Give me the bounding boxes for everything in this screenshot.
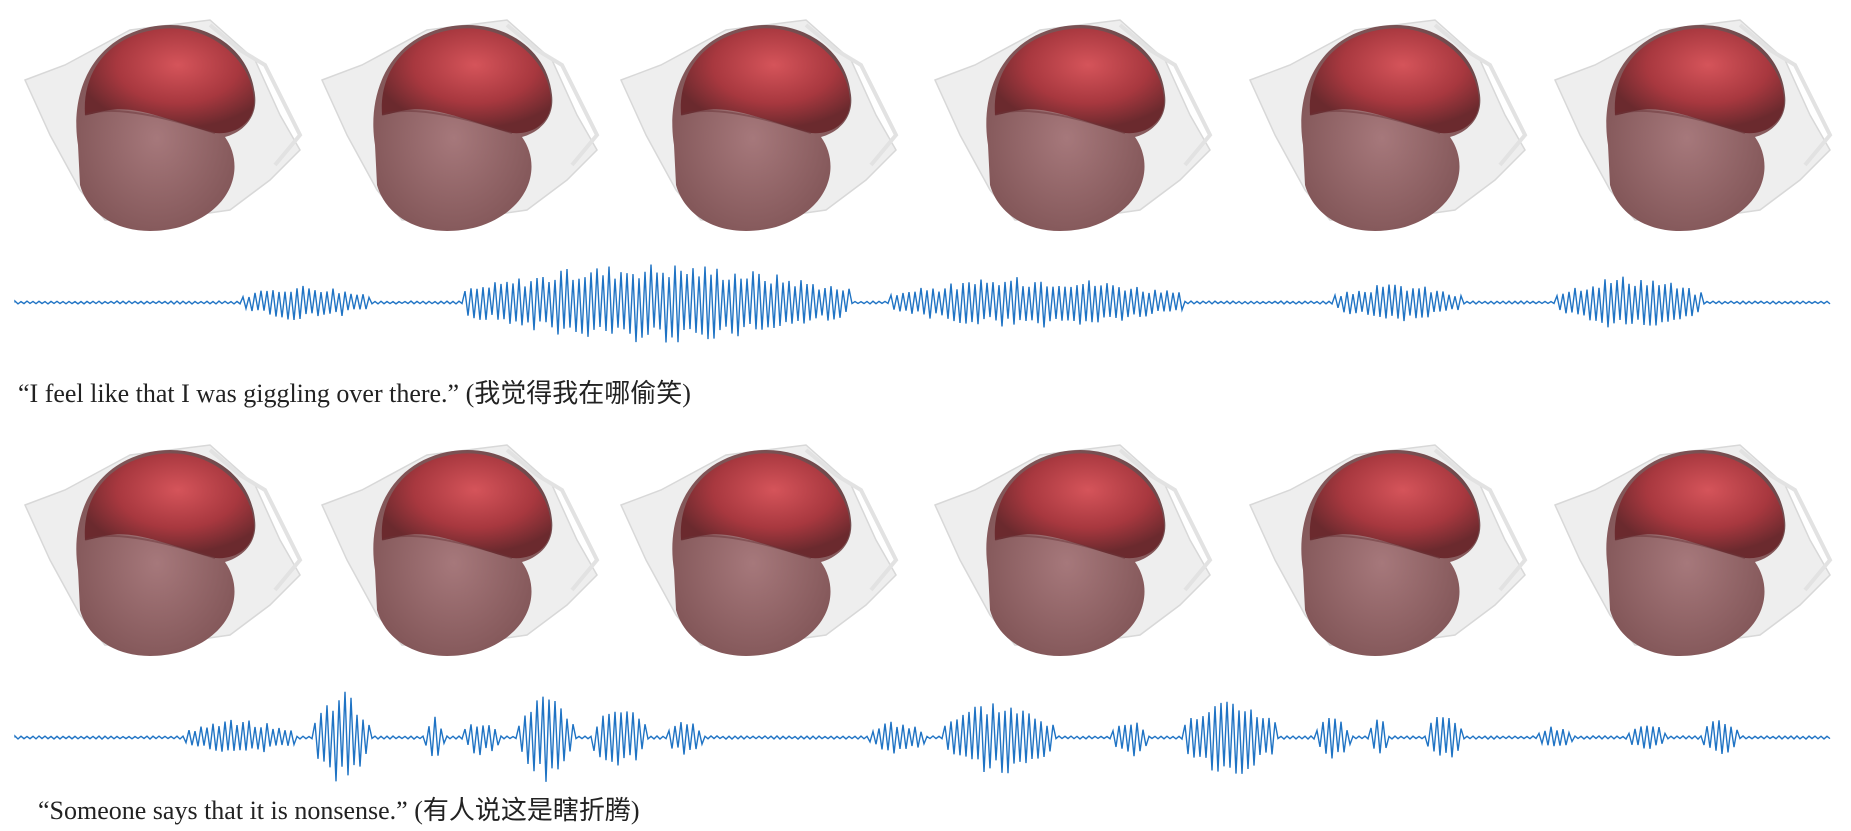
tongue-frame bbox=[1540, 430, 1840, 680]
tongue-row-1 bbox=[0, 5, 1851, 255]
caption-english: “I feel like that I was giggling over th… bbox=[18, 379, 460, 408]
waveform-trace bbox=[14, 691, 1831, 782]
tongue-frame bbox=[1235, 5, 1535, 255]
tongue-frame bbox=[307, 430, 607, 680]
tongue-frame bbox=[10, 430, 310, 680]
tongue-frame bbox=[10, 5, 310, 255]
tongue-frame bbox=[606, 430, 906, 680]
waveform-svg bbox=[14, 691, 1831, 782]
caption-2: “Someone says that it is nonsense.” (有人说… bbox=[38, 790, 640, 827]
waveform-1 bbox=[0, 255, 1851, 350]
tongue-frame bbox=[920, 430, 1220, 680]
waveform-svg bbox=[14, 264, 1831, 343]
caption-chinese: (有人说这是瞎折腾) bbox=[414, 796, 640, 825]
caption-1: “I feel like that I was giggling over th… bbox=[18, 373, 691, 410]
tongue-row-2 bbox=[0, 430, 1851, 680]
waveform-2 bbox=[0, 685, 1851, 790]
tongue-frame bbox=[1540, 5, 1840, 255]
caption-english: “Someone says that it is nonsense.” bbox=[38, 796, 408, 825]
caption-chinese: (我觉得我在哪偷笑) bbox=[465, 379, 691, 408]
tongue-frame bbox=[606, 5, 906, 255]
tongue-frame bbox=[1235, 430, 1535, 680]
tongue-frame bbox=[307, 5, 607, 255]
waveform-trace bbox=[14, 264, 1831, 343]
tongue-frame bbox=[920, 5, 1220, 255]
